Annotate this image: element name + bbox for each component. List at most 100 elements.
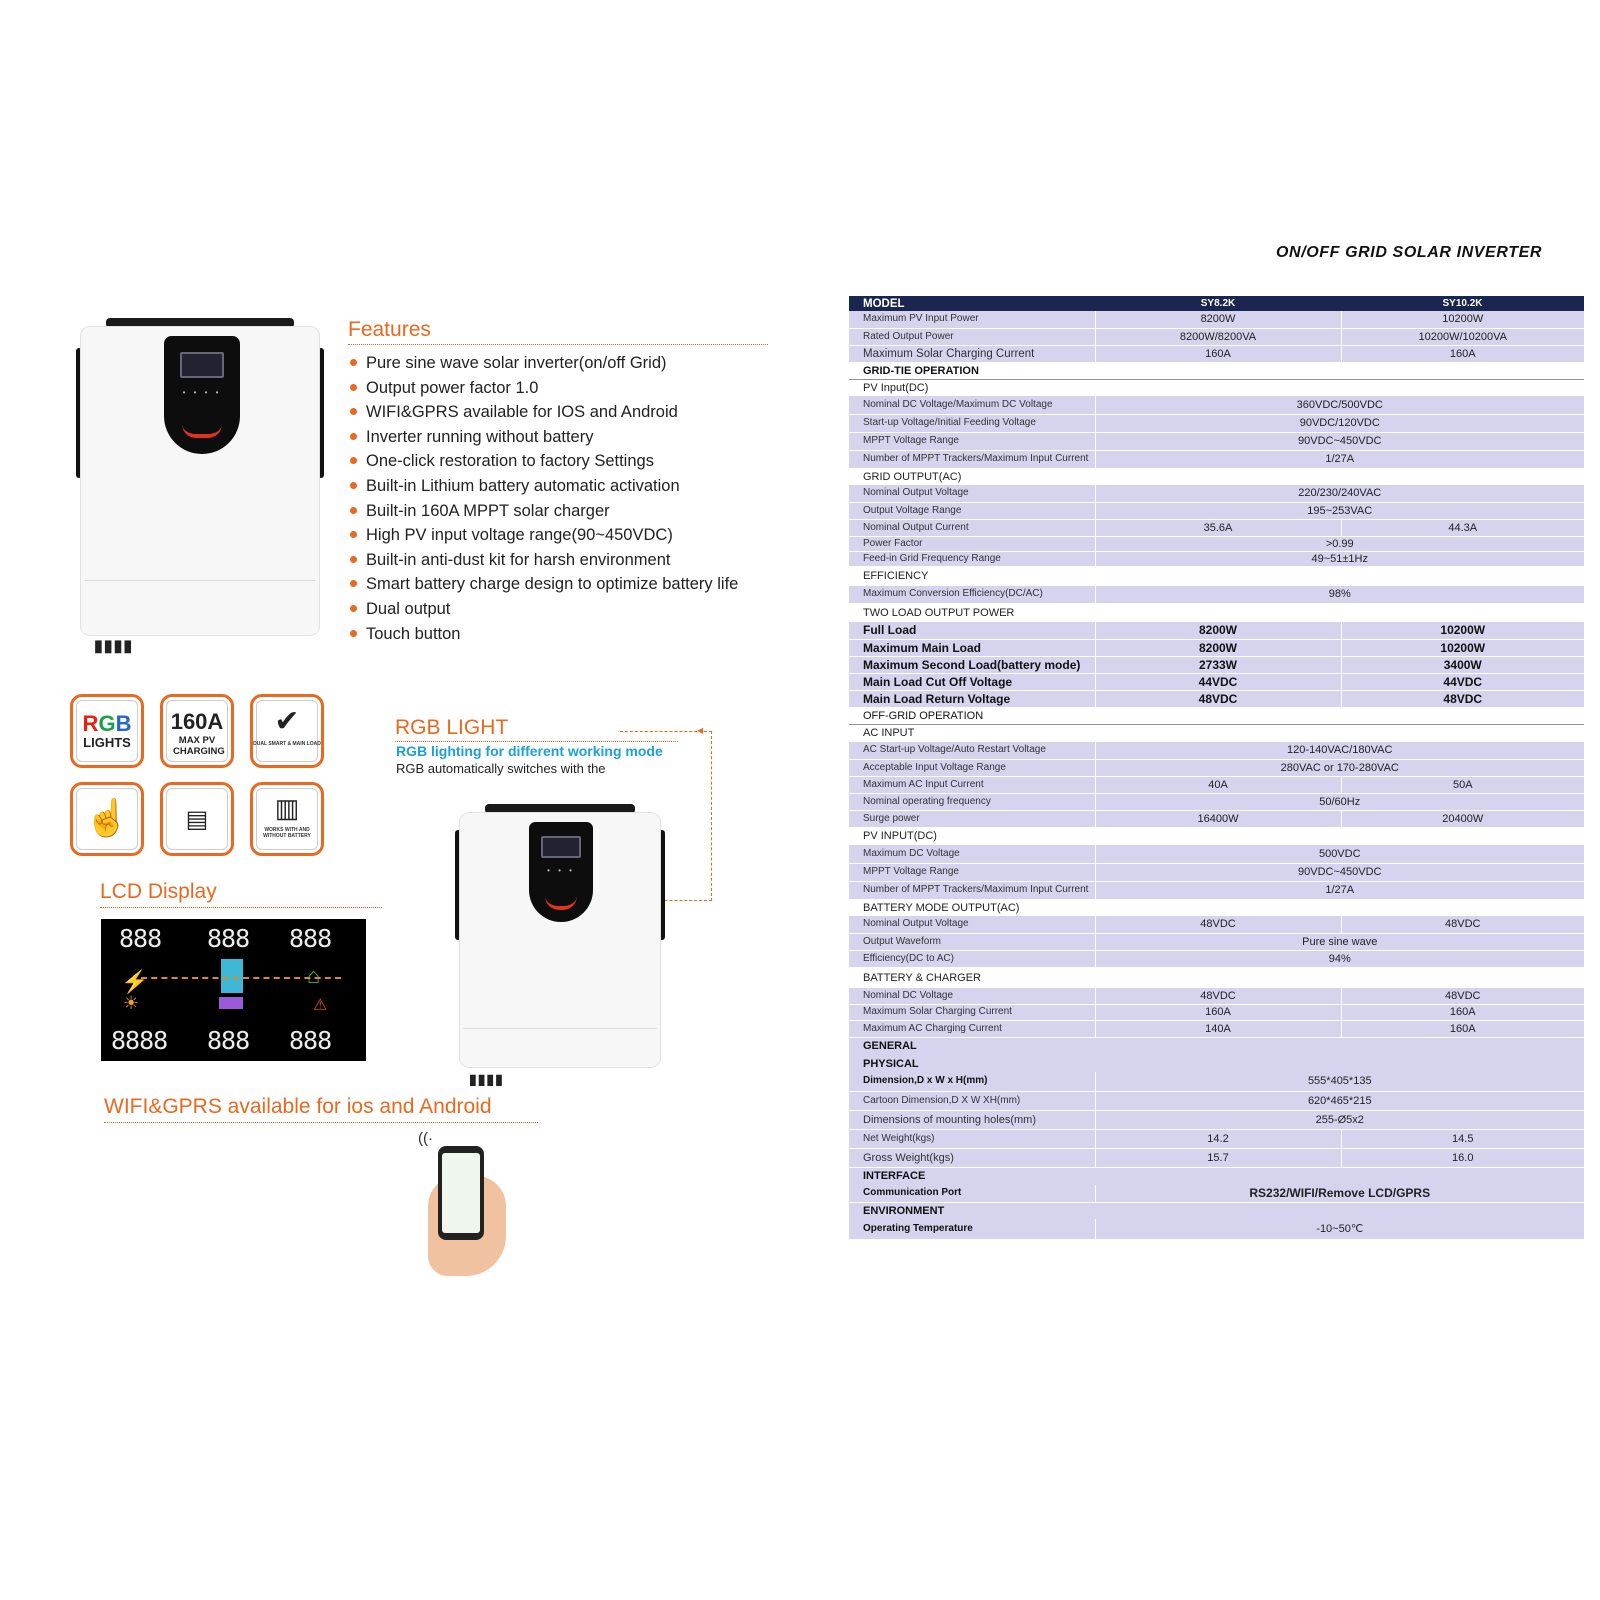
subsection-heading: PV Input(DC)	[849, 379, 1584, 396]
table-row: Maximum Conversion Efficiency(DC/AC)98%	[849, 586, 1584, 604]
lcd-seg-bottom-mid: 888	[207, 1026, 250, 1055]
rgb-light-arc	[182, 424, 222, 438]
dual-load-tile: ✔ DUAL SMART & MAIN LOAD	[250, 694, 324, 768]
phone-app-screen	[442, 1153, 480, 1233]
subsection-heading: AC INPUT	[849, 724, 1584, 742]
rgb-light-subtitle: RGB lighting for different working mode	[396, 743, 663, 759]
section-heading: OFF-GRID OPERATION	[849, 707, 1584, 725]
battery-option-tile: ▥ WORKS WITH AND WITHOUT BATTERY	[250, 782, 324, 856]
lcd-display-title: LCD Display	[100, 880, 382, 908]
feature-item: Inverter running without battery	[350, 426, 738, 451]
feature-item: Built-in Lithium battery automatic activ…	[350, 475, 738, 500]
spec-title: ON/OFF GRID SOLAR INVERTER	[1276, 244, 1542, 261]
rgb-light-title: RGB LIGHT	[395, 716, 678, 742]
table-row: Number of MPPT Trackers/Maximum Input Cu…	[849, 450, 1584, 469]
feature-item: Dual output	[350, 598, 738, 623]
warning-icon: ⚠	[313, 997, 328, 1014]
table-row: Dimension,D x W x H(mm)555*405*135	[849, 1072, 1584, 1092]
table-row: Dimensions of mounting holes(mm)255-Ø5x2	[849, 1110, 1584, 1130]
section-heading: PHYSICAL	[849, 1055, 1584, 1072]
touch-button-tile: ☝	[70, 782, 144, 856]
wifi-icon: ((·	[418, 1130, 433, 1147]
lcd-seg-top-mid: 888	[207, 924, 250, 953]
section-heading: ENVIRONMENT	[849, 1202, 1584, 1219]
subsection-heading: GRID OUTPUT(AC)	[849, 468, 1584, 485]
inverter-image: • • • • ▮▮▮▮	[76, 318, 324, 656]
wifi-gprs-title: WIFI&GPRS available for ios and Android	[104, 1095, 538, 1123]
callout-connector	[620, 731, 712, 901]
battery-lcd-icon	[219, 997, 243, 1009]
grid-tower-icon: ⚡	[121, 969, 149, 994]
inverter-rgb-image: • • • ▮▮▮▮	[455, 804, 665, 1088]
inverter-terminals: ▮▮▮▮	[94, 638, 134, 655]
lcd-display: 888 888 888 ⚡ ⌂ ☀ ⚠ 8888 888 888	[101, 919, 366, 1061]
lcd-display-tile: ▤	[160, 782, 234, 856]
features-title: Features	[348, 318, 768, 345]
feature-item: Built-in 160A MPPT solar charger	[350, 500, 738, 525]
table-row: Power Factor>0.99	[849, 536, 1584, 552]
feature-item: WIFI&GPRS available for IOS and Android	[350, 401, 738, 426]
touch-hand-icon: ☝	[84, 797, 130, 838]
spec-table: MODEL SY8.2K SY10.2K Maximum PV Input Po…	[849, 296, 1584, 1240]
subsection-heading: TWO LOAD OUTPUT POWER	[849, 603, 1584, 622]
feature-item: One-click restoration to factory Setting…	[350, 450, 738, 475]
section-heading: INTERFACE	[849, 1167, 1584, 1185]
section-heading: GENERAL	[849, 1037, 1584, 1055]
inverter-screen	[180, 352, 224, 378]
battery-icon: ▥	[274, 793, 300, 823]
check-circle-icon: ✔	[274, 705, 300, 738]
feature-item: Pure sine wave solar inverter(on/off Gri…	[350, 352, 738, 377]
display-icon: ▤	[185, 806, 209, 833]
solar-panel-icon: ☀	[123, 993, 140, 1013]
smartphone	[438, 1146, 484, 1240]
lcd-seg-top-left: 888	[119, 924, 162, 953]
table-row: Operating Temperature-10~50℃	[849, 1219, 1584, 1240]
table-row: Cartoon Dimension,D X W XH(mm)620*465*21…	[849, 1091, 1584, 1111]
subsection-heading: EFFICIENCY	[849, 566, 1584, 586]
table-row: Number of MPPT Trackers/Maximum Input Cu…	[849, 881, 1584, 900]
max-pv-charging-tile: 160A MAX PV CHARGING	[160, 694, 234, 768]
feature-item: Smart battery charge design to optimize …	[350, 573, 738, 598]
rgb-light-description: RGB automatically switches with the	[396, 761, 606, 776]
feature-item: High PV input voltage range(90~450VDC)	[350, 524, 738, 549]
table-row: Efficiency(DC to AC)94%	[849, 950, 1584, 968]
lcd-seg-bottom-left: 8888	[111, 1026, 168, 1055]
subsection-heading: BATTERY MODE OUTPUT(AC)	[849, 899, 1584, 916]
inverter-control-panel: • • • •	[164, 336, 240, 454]
arrow-left-icon: ◀	[697, 726, 704, 735]
table-row: AC Start-up Voltage/Auto Restart Voltage…	[849, 742, 1584, 760]
feature-item: Built-in anti-dust kit for harsh environ…	[350, 549, 738, 574]
subsection-heading: PV INPUT(DC)	[849, 827, 1584, 845]
subsection-heading: BATTERY & CHARGER	[849, 967, 1584, 988]
lcd-seg-bottom-right: 888	[289, 1026, 332, 1055]
rgb-lights-tile: RGB LIGHTS	[70, 694, 144, 768]
table-header: MODEL SY8.2K SY10.2K	[849, 296, 1584, 311]
feature-item: Output power factor 1.0	[350, 377, 738, 402]
